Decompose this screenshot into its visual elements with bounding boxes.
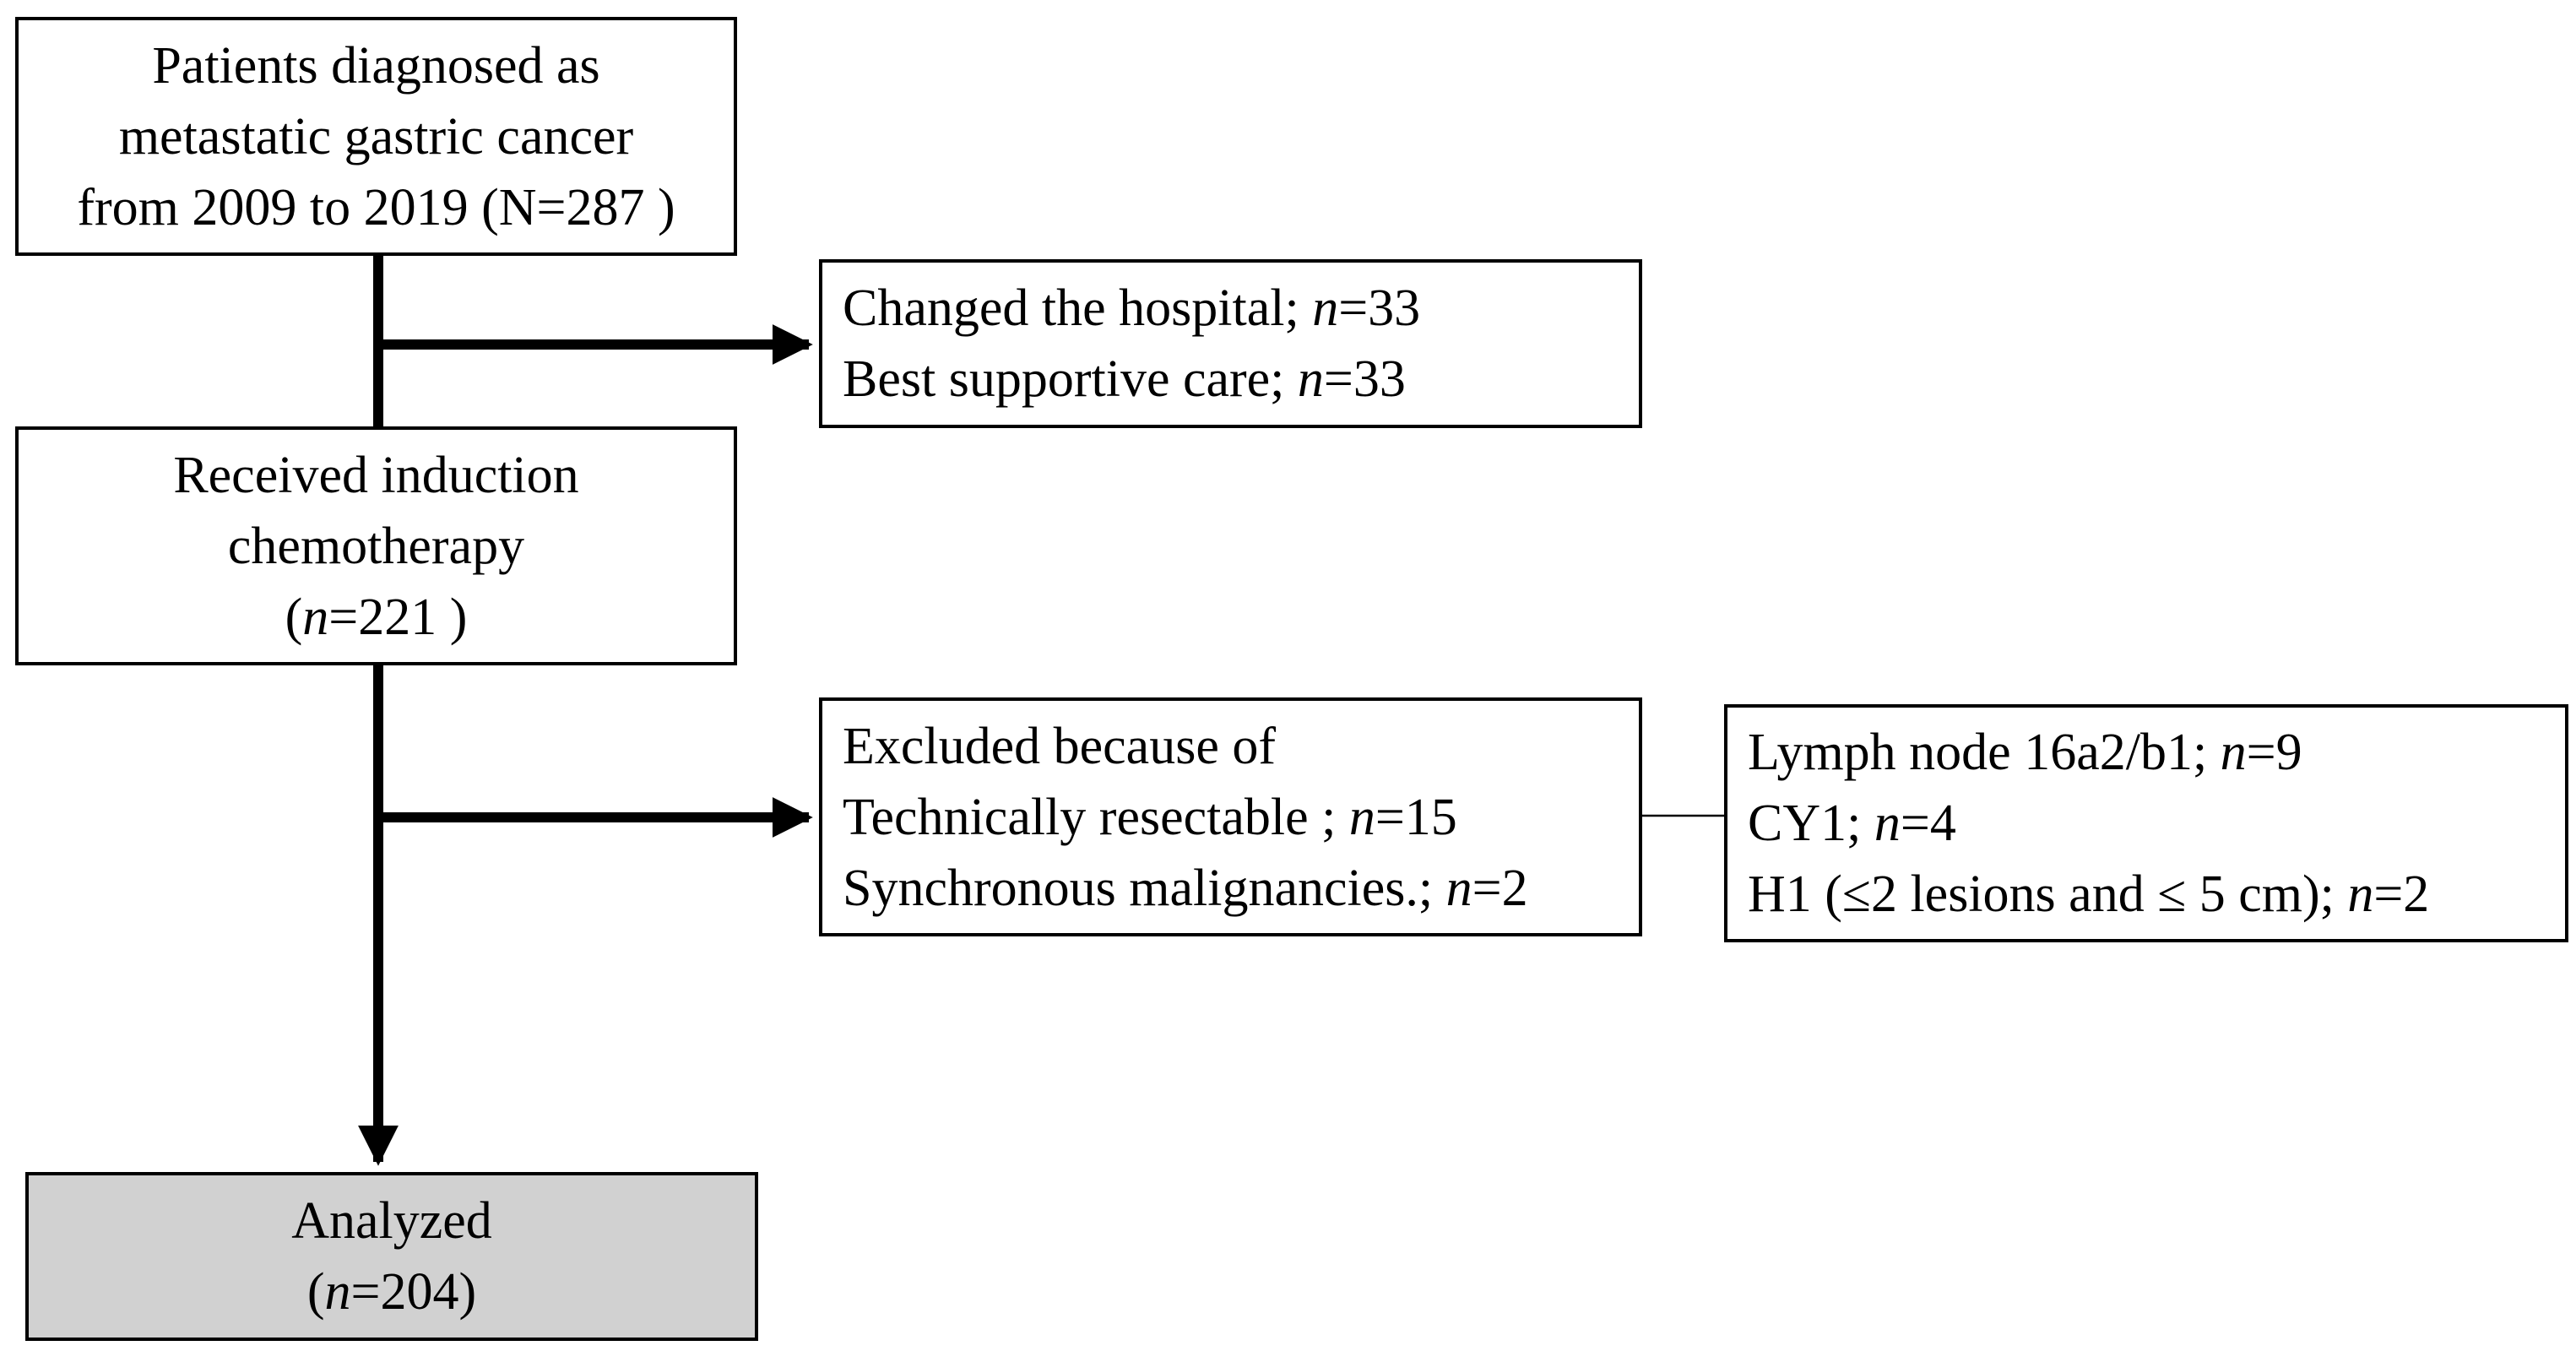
patients-line-1: Patients diagnosed as: [152, 36, 600, 95]
excluded-heading: Excluded because of: [843, 717, 1276, 775]
induction-line-2: chemotherapy: [227, 517, 525, 575]
analyzed-box: Analyzed (n=204): [25, 1172, 758, 1341]
lymph-node-line: Lymph node 16a2/b1; n=9: [1748, 724, 2302, 781]
technically-resectable-line: Technically resectable ; n=15: [843, 788, 1457, 846]
patients-line-3: from 2009 to 2019 (N=287 ): [77, 178, 675, 236]
synchronous-malignancies-line: Synchronous malignancies.; n=2: [843, 859, 1528, 917]
h1-line: H1 (≤2 lesions and ≤ 5 cm); n=2: [1748, 865, 2430, 923]
changed-hospital-line: Changed the hospital; n=33: [843, 279, 1421, 337]
cy1-line: CY1; n=4: [1748, 795, 1956, 852]
excluded-box: Excluded because of Technically resectab…: [819, 697, 1642, 936]
induction-count-line: (n=221 ): [285, 588, 468, 646]
best-supportive-care-line: Best supportive care; n=33: [843, 350, 1406, 408]
resectable-detail-box: Lymph node 16a2/b1; n=9 CY1; n=4 H1 (≤2 …: [1724, 704, 2568, 942]
analyzed-label: Analyzed: [291, 1192, 492, 1250]
patients-line-2: metastatic gastric cancer: [118, 107, 634, 166]
patients-box: Patients diagnosed as metastatic gastric…: [15, 17, 737, 256]
induction-chemotherapy-box: Received induction chemotherapy (n=221 ): [15, 426, 737, 665]
changed-hospital-box: Changed the hospital; n=33 Best supporti…: [819, 259, 1642, 428]
analyzed-count-line: (n=204): [306, 1263, 477, 1321]
induction-line-1: Received induction: [173, 446, 579, 504]
